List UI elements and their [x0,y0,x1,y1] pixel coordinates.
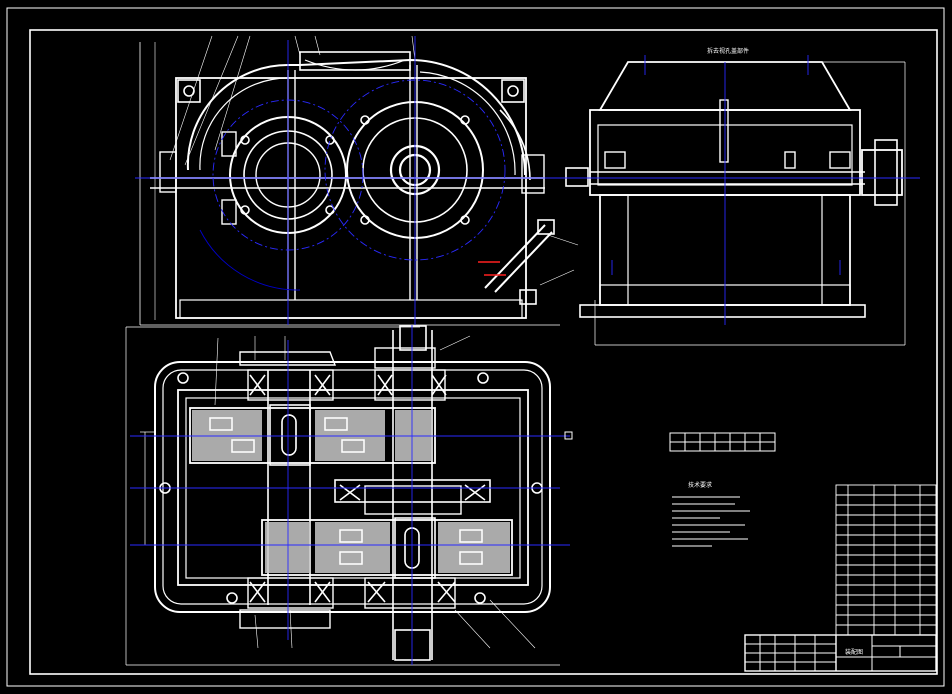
top-view-sections [192,410,510,573]
parts-list-table [835,484,937,636]
sheet-outer-border [6,7,945,687]
sheet-inner-border [29,29,938,675]
side-view-title: 拆去视孔盖部件 [707,47,749,55]
view-marker-square [564,431,573,440]
tech-requirements-title: 技术要求 [688,481,712,489]
drawing-name: 装配图 [845,648,863,656]
top-view-centerlines [130,325,570,665]
title-block [744,634,937,672]
front-view-centerlines [135,36,565,325]
tech-requirements-lines [672,496,750,547]
front-view-section-marks [478,261,506,276]
spec-table [669,432,776,452]
side-view-centerlines [560,55,920,325]
